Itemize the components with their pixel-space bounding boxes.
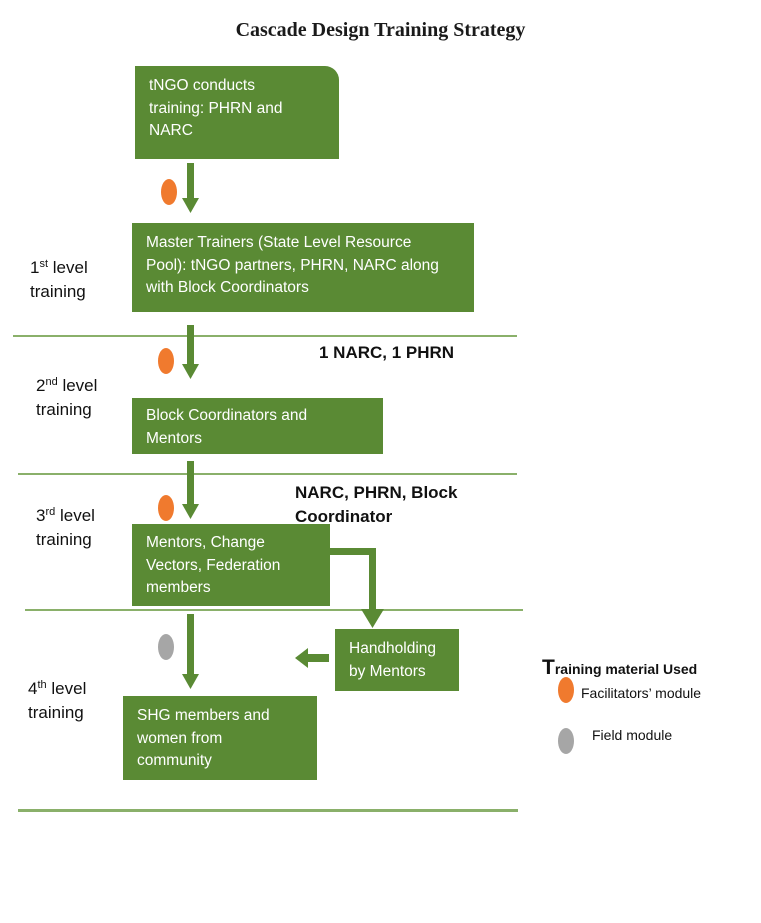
level-4-word: level (51, 679, 87, 698)
note-level-3: NARC, PHRN, Block Coordinator (295, 481, 457, 529)
box-master-trainers: Master Trainers (State Level Resource Po… (132, 223, 474, 312)
facilitator-marker-2 (158, 348, 174, 374)
box-mentors-line-2: Vectors, Federation (146, 556, 281, 574)
box-master-line-2: Pool): tNGO partners, PHRN, NARC along (146, 256, 439, 274)
arrow-mentors-to-handholding (330, 548, 384, 628)
level-2-line2: training (36, 400, 92, 419)
box-shg-members: SHG members and women from community (123, 696, 317, 780)
box-tngo-line-1: tNGO conducts (149, 77, 255, 94)
box-tngo-line-3: NARC (149, 122, 193, 139)
level-1-word: level (52, 258, 88, 277)
level-divider-1 (13, 335, 517, 337)
box-tngo-line-2: training: PHRN and (149, 99, 283, 117)
facilitator-marker-1 (161, 179, 177, 205)
box-shg-line-3: community (137, 752, 212, 769)
legend-title-initial: T (542, 656, 555, 679)
level-1-num: 1 (30, 258, 40, 277)
box-handholding: Handholding by Mentors (335, 629, 459, 691)
level-2-num: 2 (36, 376, 46, 395)
diagram-title: Cascade Design Training Strategy (235, 19, 526, 41)
box-handholding-line-1: Handholding (349, 640, 437, 657)
arrow-master-to-block (182, 325, 199, 379)
facilitator-marker-3 (158, 495, 174, 521)
box-shg-line-1: SHG members and (137, 707, 270, 724)
note-level-2: 1 NARC, 1 PHRN (319, 343, 455, 362)
box-block-coordinators: Block Coordinators and Mentors (132, 398, 383, 454)
note-level-3-line-2: Coordinator (295, 507, 393, 526)
legend-facilitator-marker (558, 677, 574, 703)
legend-item-facilitators: Facilitators’ module (581, 685, 702, 701)
level-divider-4 (18, 809, 518, 812)
level-label-4: 4th level training (28, 677, 86, 725)
level-2-word: level (62, 376, 98, 395)
level-4-num: 4 (28, 679, 38, 698)
box-mentors: Mentors, Change Vectors, Federation memb… (132, 524, 330, 606)
level-3-sup: rd (45, 506, 56, 518)
box-block-line-2: Mentors (146, 429, 202, 447)
level-divider-2 (18, 473, 517, 475)
level-2-sup: nd (45, 376, 58, 388)
legend-title-rest: raining material Used (554, 661, 698, 677)
arrow-tngo-to-master (182, 163, 199, 213)
level-1-sup: st (39, 258, 49, 270)
box-tngo-training: tNGO conducts training: PHRN and NARC (135, 66, 339, 159)
box-master-line-1: Master Trainers (State Level Resource (146, 234, 412, 251)
box-master-line-3: with Block Coordinators (146, 279, 309, 296)
level-divider-3 (25, 609, 523, 611)
box-mentors-line-3: members (146, 579, 211, 596)
level-3-num: 3 (36, 506, 46, 525)
box-handholding-line-2: by Mentors (349, 662, 426, 680)
level-3-word: level (59, 506, 95, 525)
arrow-handholding-to-shg (295, 648, 329, 668)
field-marker-1 (158, 634, 174, 660)
legend-field-marker (558, 728, 574, 754)
box-shg-line-2: women from (137, 729, 223, 747)
arrow-block-to-mentors (182, 461, 199, 519)
level-4-sup: th (37, 679, 47, 691)
note-level-3-line-1: NARC, PHRN, Block (295, 483, 458, 502)
legend-item-field: Field module (592, 727, 673, 743)
level-1-line2: training (30, 282, 86, 301)
box-mentors-line-1: Mentors, Change (146, 534, 265, 551)
level-4-line2: training (28, 703, 84, 722)
level-label-2: 2nd level training (36, 374, 97, 422)
level-3-line2: training (36, 530, 92, 549)
level-label-3: 3rd level training (36, 504, 95, 552)
box-block-line-1: Block Coordinators and (146, 407, 308, 424)
level-label-1: 1st level training (30, 256, 88, 304)
legend-title: Training material Used (542, 656, 697, 680)
arrow-mentors-to-shg (182, 614, 199, 689)
